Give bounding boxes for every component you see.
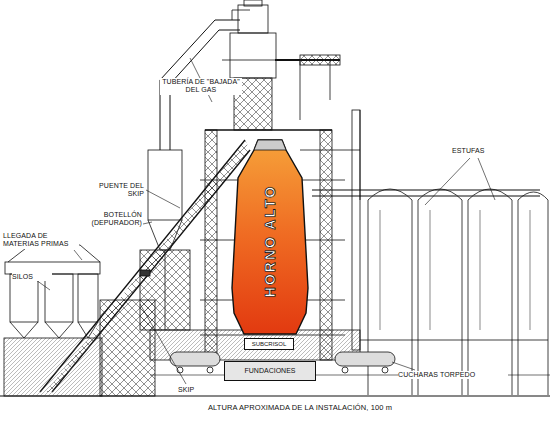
dust-catcher-label: BOTELLÓN (DEPURADOR) — [76, 211, 142, 228]
node-label: FUNDACIONES — [245, 367, 296, 375]
raw-material-label: LLEGADA DE MATERIAS PRIMAS — [3, 232, 79, 249]
skip-bridge-label: PUENTE DEL SKIP — [90, 182, 144, 199]
furnace-title: HORNO ALTO — [262, 185, 278, 297]
foundation-block: FUNDACIONES — [224, 361, 316, 381]
furnace-body: HORNO ALTO — [228, 138, 312, 336]
node-label: SUBCRISOL — [252, 341, 287, 348]
pipe-label: TUBERÍA DE "BAJADA" DEL GAS — [160, 78, 242, 95]
stoves-label: ESTUFAS — [452, 147, 502, 155]
skip-label: SKIP — [178, 386, 218, 394]
hearth-box: SUBCRISOL — [244, 338, 294, 350]
silos-label: SILOS — [12, 273, 52, 281]
torpedo-label: CUCHARAS TORPEDO — [398, 371, 508, 379]
caption: ALTURA APROXIMADA DE LA INSTALACIÓN, 100… — [130, 403, 470, 412]
